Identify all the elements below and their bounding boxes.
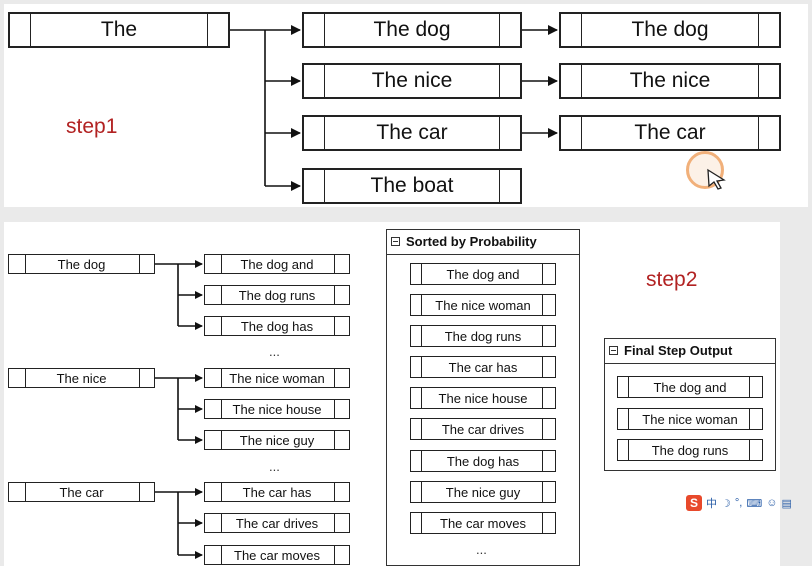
- final-item: The nice woman: [617, 408, 763, 430]
- ime-toolbar[interactable]: S 中 ☽ °, ⌨ ☺ ▤: [686, 494, 806, 512]
- candidate-node-nice: The nice: [302, 63, 522, 99]
- selected-node-nice: The nice: [559, 63, 781, 99]
- sorted-item: The dog runs: [410, 325, 556, 347]
- selected-node-dog: The dog: [559, 12, 781, 48]
- expansion-node: The dog runs: [204, 285, 350, 305]
- sorted-item: The nice woman: [410, 294, 556, 316]
- final-item: The dog runs: [617, 439, 763, 461]
- sorted-item: The dog and: [410, 263, 556, 285]
- sorted-ellipsis: ...: [476, 542, 487, 557]
- expansion-node: The dog and: [204, 254, 350, 274]
- ime-language-toggle[interactable]: 中: [706, 498, 717, 510]
- final-item: The dog and: [617, 376, 763, 398]
- selected-node-car: The car: [559, 115, 781, 151]
- root-node: The: [8, 12, 230, 48]
- candidate-node-car: The car: [302, 115, 522, 151]
- sorted-item: The car has: [410, 356, 556, 378]
- punctuation-icon[interactable]: °,: [734, 497, 743, 509]
- group-parent-dog: The dog: [8, 254, 155, 274]
- step1-label: step1: [66, 115, 118, 138]
- ellipsis: ...: [269, 344, 280, 359]
- group-parent-nice: The nice: [8, 368, 155, 388]
- expansion-node: The nice woman: [204, 368, 350, 388]
- group-parent-car: The car: [8, 482, 155, 502]
- expansion-node: The car moves: [204, 545, 350, 565]
- candidate-node-boat: The boat: [302, 168, 522, 204]
- keyboard-icon[interactable]: ⌨: [746, 497, 763, 510]
- sorted-item: The dog has: [410, 450, 556, 472]
- sorted-item: The nice guy: [410, 481, 556, 503]
- expansion-node: The car has: [204, 482, 350, 502]
- expansion-node: The dog has: [204, 316, 350, 336]
- menu-icon[interactable]: ▤: [781, 497, 792, 510]
- cursor-icon: [707, 168, 726, 190]
- sorted-item: The car drives: [410, 418, 556, 440]
- ime-logo-icon[interactable]: S: [686, 495, 702, 511]
- sorted-item: The nice house: [410, 387, 556, 409]
- expansion-node: The car drives: [204, 513, 350, 533]
- step2-label: step2: [646, 268, 698, 291]
- skin-icon[interactable]: ☺: [766, 497, 778, 509]
- sorted-item: The car moves: [410, 512, 556, 534]
- collapse-icon[interactable]: [391, 237, 400, 246]
- sorted-title[interactable]: Sorted by Probability: [391, 234, 537, 249]
- candidate-node-dog: The dog: [302, 12, 522, 48]
- collapse-icon[interactable]: [609, 346, 618, 355]
- moon-icon[interactable]: ☽: [721, 497, 731, 510]
- expansion-node: The nice house: [204, 399, 350, 419]
- ellipsis: ...: [269, 459, 280, 474]
- expansion-node: The nice guy: [204, 430, 350, 450]
- final-title[interactable]: Final Step Output: [609, 343, 732, 358]
